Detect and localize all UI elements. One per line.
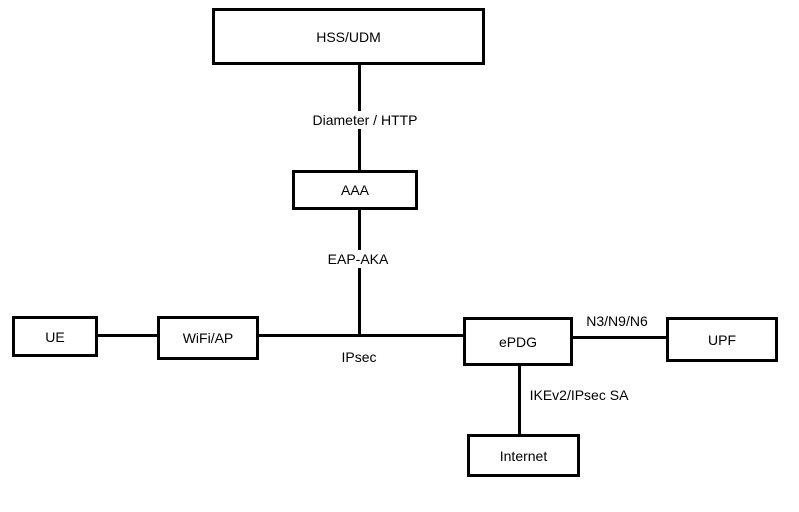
node-epdg-label: ePDG [498, 333, 538, 350]
edge-label-eap-aka: EAP-AKA [324, 250, 392, 268]
edge-line-ue-wifi [96, 334, 159, 337]
edge-label-ipsec: IPsec [338, 348, 380, 366]
edge-line-wifi-epdg [257, 334, 465, 337]
node-aaa-label: AAA [340, 182, 369, 198]
edge-label-n3-n9-n6: N3/N9/N6 [583, 312, 651, 330]
node-aaa: AAA [292, 170, 418, 210]
node-internet: Internet [467, 434, 580, 477]
node-wifi-ap: WiFi/AP [157, 316, 259, 360]
edge-label-diameter-http: Diameter / HTTP [309, 111, 421, 129]
edge-line-epdg-upf [571, 336, 668, 339]
node-epdg: ePDG [463, 317, 573, 366]
node-ue-label: UE [45, 328, 65, 345]
node-internet-label: Internet [499, 447, 548, 464]
node-hss-udm-label: HSS/UDM [316, 28, 381, 45]
node-wifi-ap-label: WiFi/AP [182, 330, 234, 346]
node-upf: UPF [666, 317, 778, 362]
node-hss-udm: HSS/UDM [212, 8, 485, 65]
edge-line-epdg-internet [518, 364, 521, 436]
node-ue: UE [12, 316, 98, 357]
edge-label-ikev2-ipsec-sa: IKEv2/IPsec SA [526, 386, 632, 404]
node-upf-label: UPF [708, 331, 736, 348]
edge-line-aaa-access [358, 208, 361, 337]
